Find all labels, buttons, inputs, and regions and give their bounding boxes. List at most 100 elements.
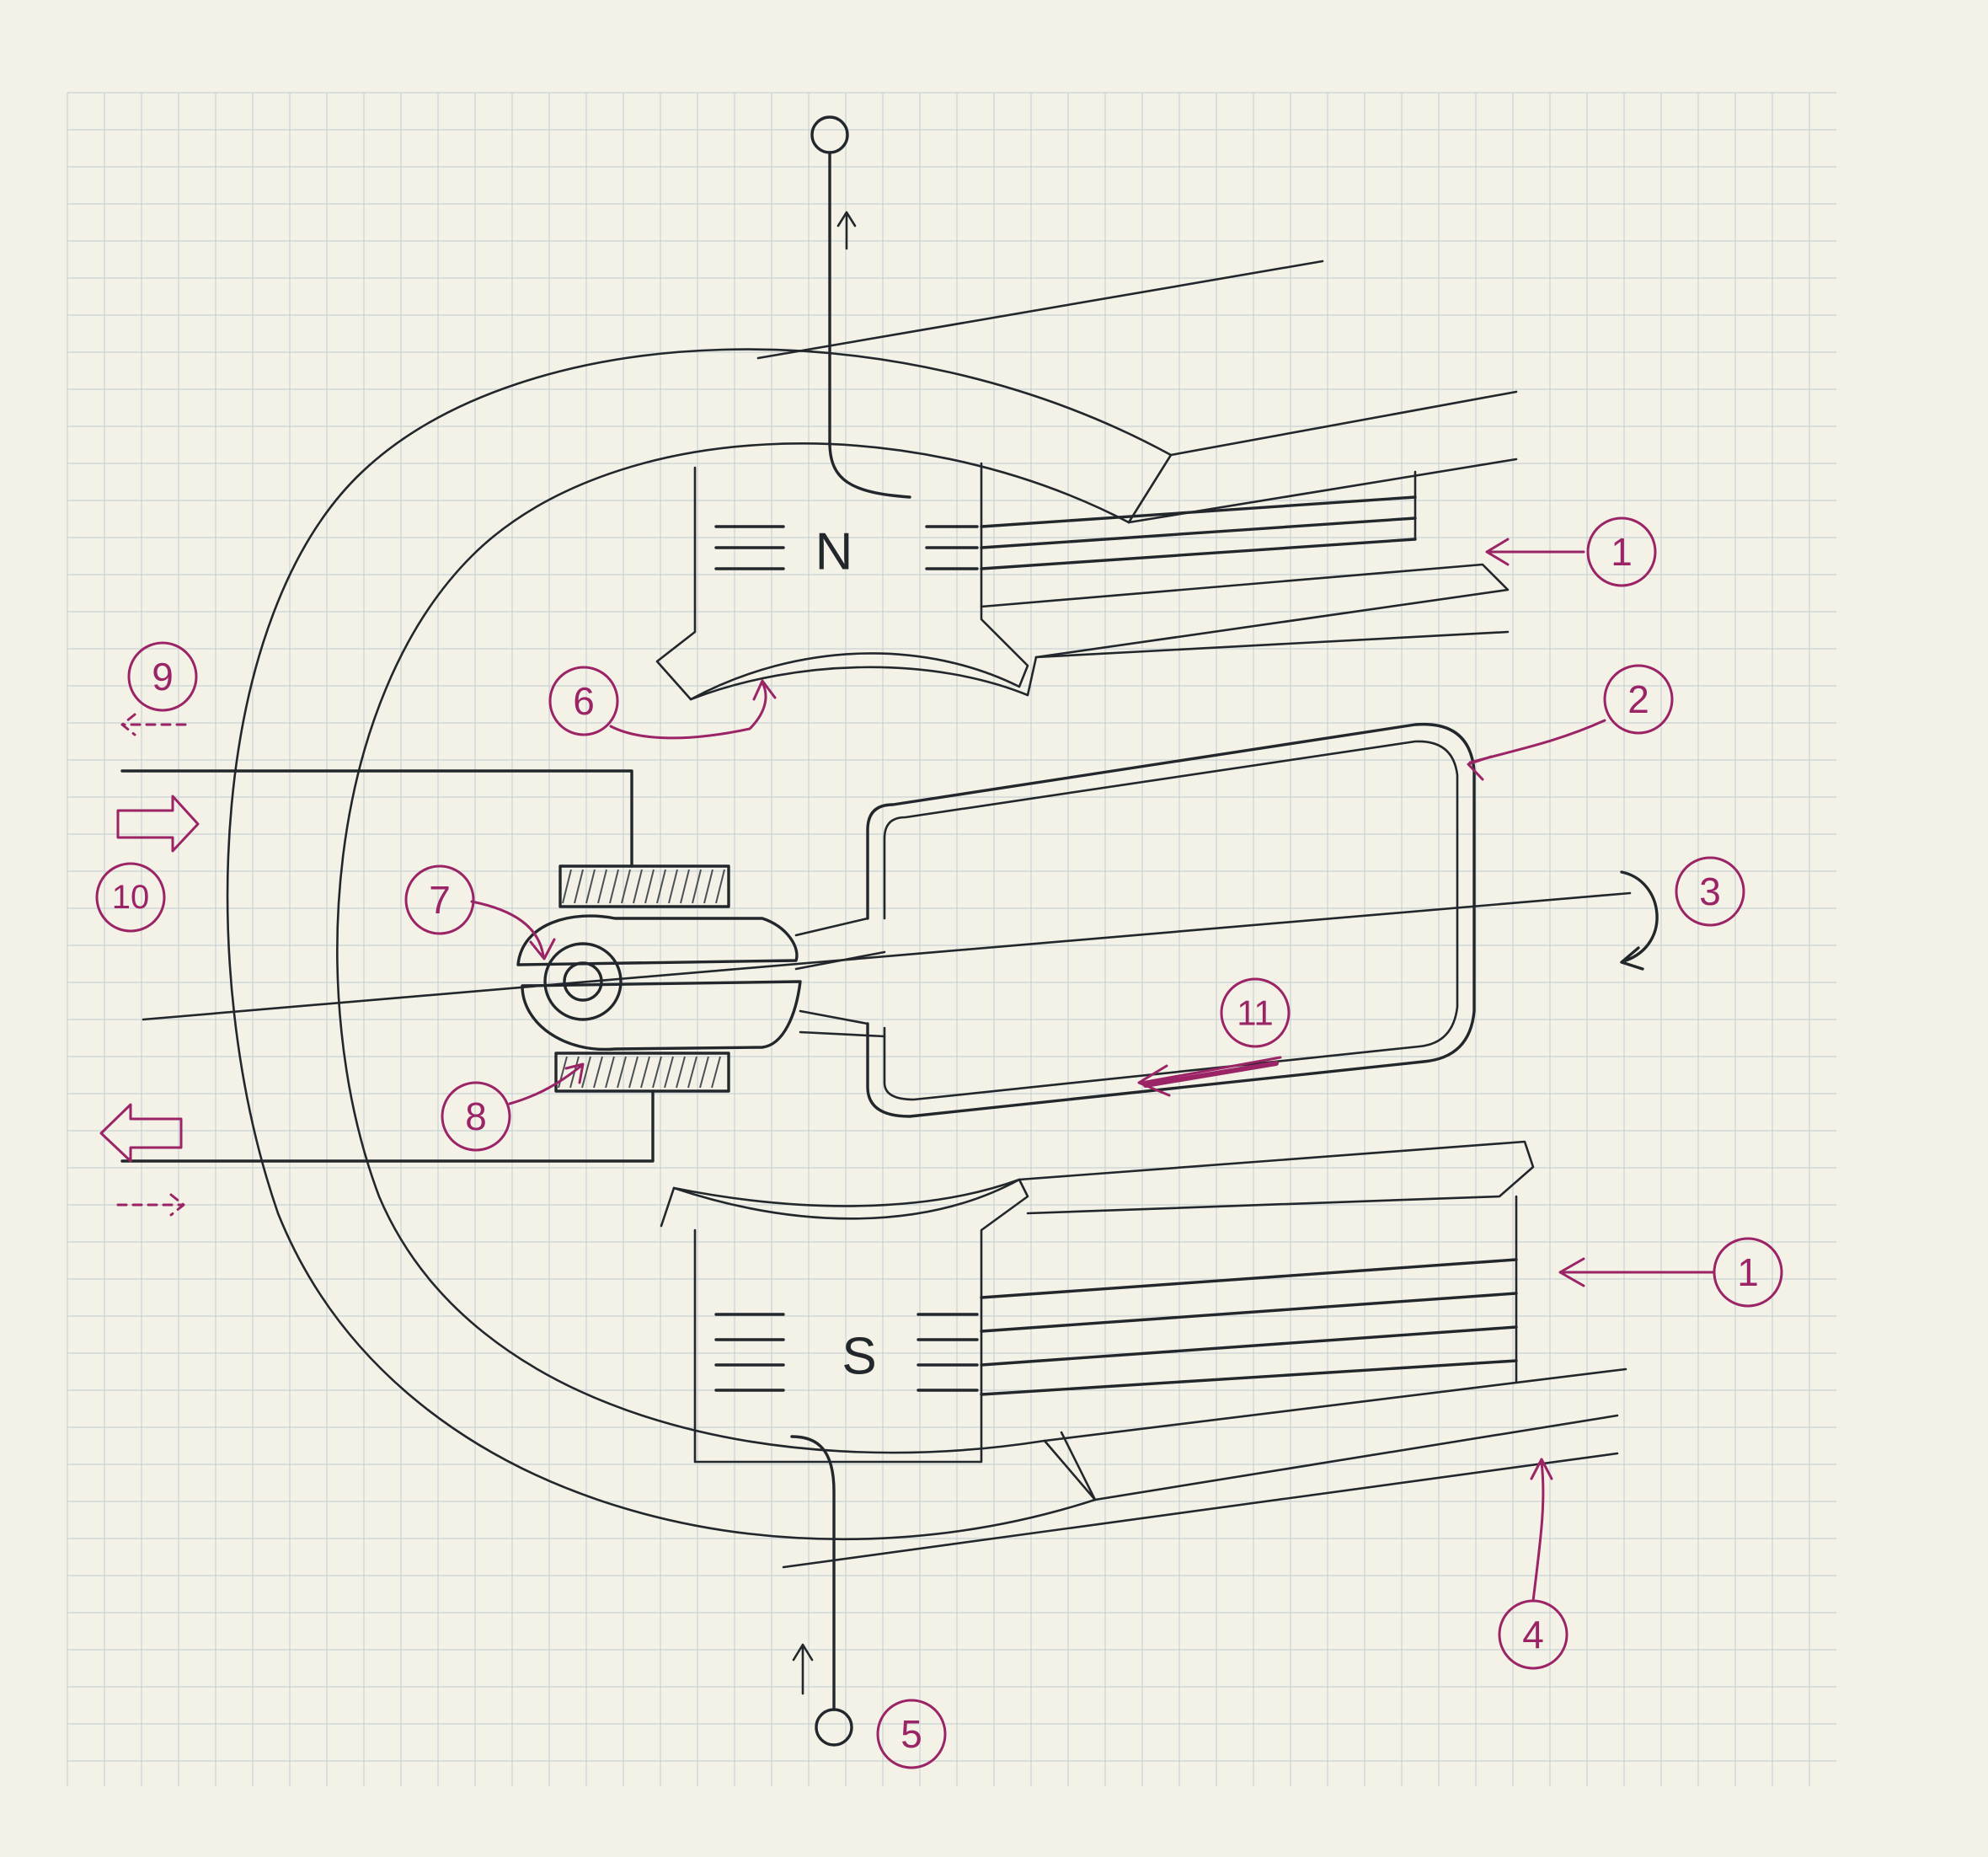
brush-hatch [593,1056,603,1089]
brush-hatch [711,1056,721,1089]
brush-hatch [628,1056,639,1089]
leader-8 [508,1062,585,1105]
callout-3: 3 [1675,856,1745,927]
brush-hatch [633,869,643,904]
top-current-arrow [836,211,857,250]
frame-top-edge-2 [1169,390,1518,457]
callout-11: 11 [1220,977,1291,1048]
frame-bottom-edge-3 [782,1452,1619,1569]
callout-9-text: 9 [152,655,174,698]
top-terminal-lead [828,151,911,499]
north-pole-shoe-bottom [1034,630,1510,659]
brush-hatch [703,869,713,904]
frame-top-edge [756,260,1324,360]
callout-10-text: 10 [112,879,150,916]
south-pole-shoe [1018,1140,1535,1215]
dashed-arrow-in [116,1193,185,1217]
north-pole-shoe [980,563,1510,659]
callout-leaders [470,538,1716,1603]
output-leads [120,769,655,1163]
north-winding-recede [980,495,1417,528]
callout-7: 7 [404,864,475,935]
leader-1-top [1485,538,1585,566]
brush-hatch [617,1056,627,1089]
loop-lead-lower-2 [799,1030,886,1038]
commutator-bore [563,961,603,1002]
brush-hatch [644,869,655,904]
callout-4-text: 4 [1522,1613,1544,1656]
commutator-lower-segment [521,980,802,1052]
brush-hatch [692,869,702,904]
callout-1-top: 1 [1586,516,1657,587]
loop-inner [883,740,1459,1101]
frame-top-tip [1127,453,1173,524]
callout-5: 5 [876,1699,947,1769]
commutator-upper-segment [516,914,799,966]
rotation-arrow-icon [1620,870,1659,971]
commutator-ring-end [543,942,623,1021]
bottom-current-arrow [792,1643,814,1695]
callout-5-text: 5 [900,1712,922,1756]
top-terminal [810,115,911,499]
brush-hatch [687,1056,697,1089]
frame-bottom-tip [1043,1439,1097,1501]
frame-inner-arc [336,442,1130,1454]
armature-loop [866,722,1476,1118]
top-terminal-circle [810,115,849,154]
callout-8: 8 [441,1081,511,1152]
callout-4: 4 [1498,1599,1568,1670]
brush-hatch [574,869,584,904]
bottom-terminal-lead [790,1435,836,1711]
brush-hatch [585,869,596,904]
bottom-terminal-circle [815,1708,853,1747]
dashed-arrow-out [120,713,187,736]
north-winding-recede [980,516,1417,549]
hollow-arrow-right [116,795,200,853]
brush-hatch [676,1056,686,1089]
north-pole-shoe-edge [1026,656,1038,697]
north-pole-label: N [815,523,853,581]
leader-2 [1467,719,1606,781]
leader-7 [470,900,556,961]
loop-lead-lower [799,1009,869,1025]
south-winding-recede [980,1258,1518,1299]
brush-hatch [715,869,725,904]
callout-11-text: 11 [1237,993,1274,1033]
brush-hatch [680,869,690,904]
brush-hatch [609,869,619,904]
perspective-lines [756,260,1627,1569]
brush-hatch [558,1056,568,1089]
frame-bottom-bevel [1060,1431,1097,1501]
callout-8-text: 8 [465,1094,487,1138]
brush-hatch [581,1056,591,1089]
loop-lead-upper-2 [794,950,886,971]
brush-upper [558,864,730,908]
brush-hatch [664,1056,674,1089]
bottom-terminal [790,1435,853,1747]
callout-6: 6 [548,666,619,736]
brush-lower [554,1052,730,1093]
leader-6 [609,679,777,740]
commutator [516,914,886,1052]
current-arrow-11 [1137,1056,1282,1097]
leader-1-bottom [1558,1257,1716,1287]
frame-bottom-edge-2 [1043,1367,1627,1442]
callout-2-text: 2 [1627,677,1649,721]
north-pole-assembly: N [655,462,1510,701]
callout-6-text: 6 [573,679,595,723]
callout-9: 9 [127,641,198,712]
south-winding-recede [980,1292,1518,1333]
brush-hatch [605,1056,615,1089]
callout-labels: 1 1 2 3 4 5 6 7 [95,516,1783,1769]
brush-hatch [640,1056,650,1089]
brush-hatch [597,869,607,904]
brush-hatch [699,1056,709,1089]
loop-outer [866,722,1476,1118]
output-lead-lower [120,1089,655,1163]
magnet-frame [226,348,1173,1541]
brush-hatch [656,869,666,904]
rotation-axis [142,891,1632,1021]
callout-10: 10 [95,862,166,933]
